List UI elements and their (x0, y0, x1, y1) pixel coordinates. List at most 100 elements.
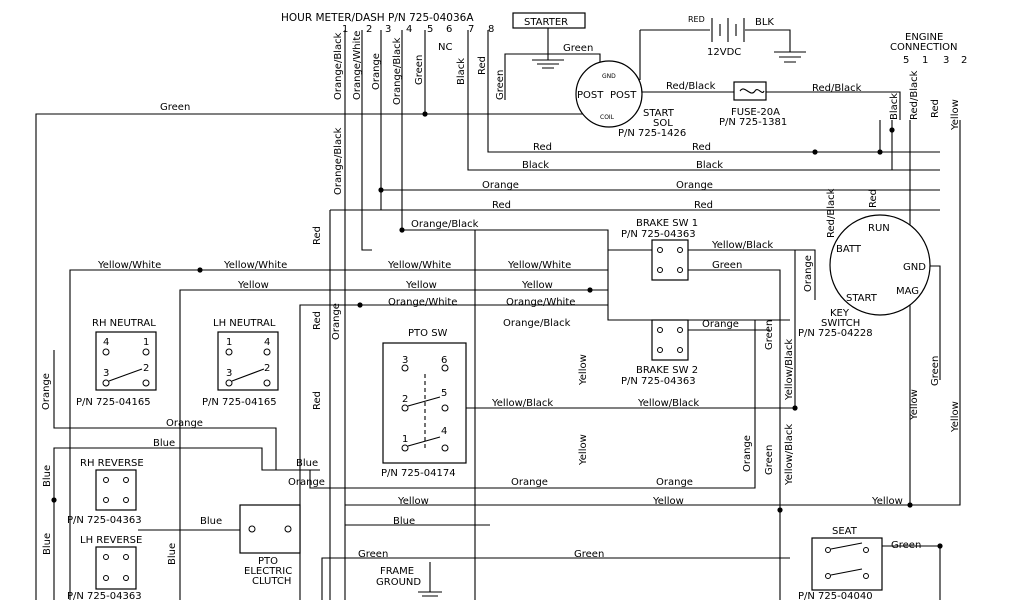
wire-label: Red (477, 56, 488, 75)
key-start: START (846, 293, 878, 304)
hour-meter: HOUR METER/DASH P/N 725-04036A 1 2 3 4 5… (281, 12, 494, 53)
hour-meter-pin: 4 (406, 24, 412, 35)
seat: SEAT P/N 725-04040 (798, 526, 883, 600)
key-switch-label: SWITCH (821, 318, 860, 329)
terminal (103, 477, 109, 483)
wire-label: Orange/White (506, 297, 575, 308)
wire-label: Blue (200, 516, 222, 527)
neutral-pin: 2 (264, 363, 270, 374)
junction-dot (889, 127, 895, 133)
wire-label: Black (522, 160, 549, 171)
solenoid-body (575, 60, 643, 128)
rh-reverse-box (95, 469, 137, 511)
key-switch-body (829, 214, 931, 316)
key-run: RUN (868, 223, 890, 234)
terminal (401, 364, 409, 372)
start-sol-label: START (643, 108, 675, 119)
neutral-pin: 4 (264, 337, 270, 348)
terminal (863, 573, 869, 579)
rh-neutral-label: RH NEUTRAL (92, 318, 156, 329)
switch-blade-icon (108, 368, 143, 382)
terminal (123, 477, 129, 483)
engine-label: CONNECTION (890, 42, 958, 53)
starter: STARTER (512, 12, 586, 69)
terminal (677, 267, 683, 273)
key-switch-label: KEY (830, 308, 850, 319)
junction-dot (399, 227, 405, 233)
wire-yellow (179, 289, 608, 600)
junction-dots (51, 111, 943, 549)
wire-label: Orange (331, 303, 342, 340)
wire-label: Red (694, 200, 713, 211)
wire-label: Yellow (521, 280, 553, 291)
wire-label: Yellow/Black (637, 398, 699, 409)
wire-label: Green (930, 356, 941, 386)
frame-ground: FRAME GROUND (376, 562, 442, 597)
neutral-pin: 1 (226, 337, 232, 348)
terminal (825, 573, 831, 579)
wire-label: Green (574, 549, 604, 560)
brake-sw2-box (651, 319, 689, 361)
lh-reverse-box (95, 546, 137, 590)
terminal (657, 327, 663, 333)
terminal (225, 379, 233, 387)
terminal (103, 575, 109, 581)
solenoid-post-right: POST (610, 90, 637, 101)
wire-label: Green (891, 540, 921, 551)
wire-label: Orange (511, 477, 548, 488)
wire-label: Orange/Black (333, 127, 344, 195)
pto-pin: 6 (441, 355, 447, 366)
fuse-label: FUSE-20A (731, 107, 780, 118)
junction-dot (357, 302, 363, 308)
wire-label: Yellow/Black (784, 339, 795, 401)
terminal (657, 347, 663, 353)
rh-reverse-pn: P/N 725-04363 (67, 515, 142, 526)
neutral-pin: 2 (143, 363, 149, 374)
terminal (103, 554, 109, 560)
terminal (657, 267, 663, 273)
wire-label: Green (495, 70, 506, 100)
wire-label: Orange/Black (503, 318, 571, 329)
terminal (123, 497, 129, 503)
frame-ground-label: FRAME (380, 566, 414, 577)
hour-meter-nc: NC (438, 42, 452, 53)
wire-label: Red (533, 142, 552, 153)
key-mag: MAG (896, 286, 919, 297)
pto-pin: 3 (402, 355, 408, 366)
wire-label: Red/Black (826, 188, 837, 238)
wire-green-seat (880, 545, 941, 600)
battery-red-label: RED (688, 15, 705, 24)
seat-pn: P/N 725-04040 (798, 591, 873, 600)
terminal (123, 575, 129, 581)
junction-dot (378, 187, 384, 193)
terminal (263, 348, 271, 356)
wire-label: Red (312, 226, 323, 245)
terminal (441, 364, 449, 372)
terminal (657, 247, 663, 253)
brake-sw2-pn: P/N 725-04363 (621, 376, 696, 387)
junction-dot (792, 405, 798, 411)
fuse-box (733, 81, 767, 101)
engine-label: ENGINE (905, 32, 943, 43)
wire-label: Black (889, 93, 900, 120)
neutral-pin: 4 (103, 337, 109, 348)
engine-pin: 1 (922, 55, 928, 66)
terminal (677, 247, 683, 253)
brake-sw1-pn: P/N 725-04363 (621, 229, 696, 240)
wire-label: Blue (393, 516, 415, 527)
terminal (825, 547, 831, 553)
wire-label: Orange (803, 255, 814, 292)
ground-symbol-icon (532, 59, 564, 69)
seat-label: SEAT (832, 526, 858, 537)
starter-label: STARTER (524, 17, 568, 28)
seat-box (811, 537, 883, 591)
terminal (102, 348, 110, 356)
wire-label: Green (414, 55, 425, 85)
lh-reverse-pn: P/N 725-04363 (67, 591, 142, 600)
wire-label: Yellow/Black (491, 398, 553, 409)
hour-meter-pin: 8 (488, 24, 494, 35)
junction-dot (877, 149, 883, 155)
terminal (248, 525, 256, 533)
wire-green-frame (321, 557, 790, 600)
